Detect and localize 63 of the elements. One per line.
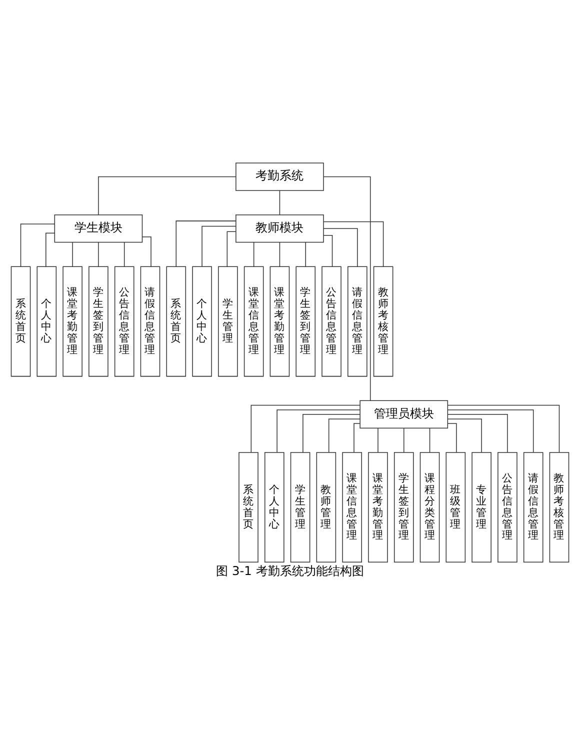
connector xyxy=(302,414,360,452)
connector xyxy=(226,230,236,266)
node-box: 系统首页 xyxy=(10,266,31,376)
node-box: 个人中心 xyxy=(264,452,284,562)
node-box: 教师管理 xyxy=(316,452,336,562)
node-box: 个人中心 xyxy=(36,266,57,376)
node-box: 公告信息管理 xyxy=(322,266,342,376)
node-box: 课堂考勤管理 xyxy=(368,452,388,562)
connector xyxy=(323,220,384,266)
node-box: 系统首页 xyxy=(166,266,186,376)
node-box: 学生管理 xyxy=(290,452,310,562)
connector xyxy=(279,190,280,215)
node-box: 学生签到管理 xyxy=(88,266,108,376)
connector xyxy=(328,418,360,452)
connector xyxy=(176,220,236,266)
node-box: 公告信息管理 xyxy=(498,452,518,562)
connector xyxy=(46,232,55,266)
node-box: 班级管理 xyxy=(446,452,466,562)
connector xyxy=(323,234,333,266)
node-box: 请假信息管理 xyxy=(140,266,160,376)
connector xyxy=(98,241,99,266)
connector xyxy=(447,418,482,452)
node-box: 请假信息管理 xyxy=(348,266,368,376)
caption: 图 3-1 考勤系统功能结构图 xyxy=(216,563,364,578)
node-box: 专业管理 xyxy=(472,452,492,562)
node-box: 学生签到管理 xyxy=(394,452,414,562)
connector xyxy=(253,241,254,266)
connector xyxy=(447,408,534,452)
connector xyxy=(124,241,125,266)
connector xyxy=(447,404,560,452)
connector xyxy=(447,422,457,452)
node-box: 系统首页 xyxy=(238,452,258,562)
node-box: 学生签到管理 xyxy=(296,266,316,376)
connector xyxy=(279,241,280,266)
connector xyxy=(447,414,508,452)
connector xyxy=(429,427,430,452)
connector xyxy=(250,404,360,452)
node-box: 教师模块 xyxy=(236,214,324,242)
connector xyxy=(403,427,404,452)
node-box: 学生模块 xyxy=(54,214,143,242)
node-box: 课程分类管理 xyxy=(420,452,440,562)
node-box: 课堂考勤管理 xyxy=(62,266,82,376)
connector xyxy=(72,241,73,266)
connector xyxy=(202,225,236,266)
node-box: 管理员模块 xyxy=(360,400,448,428)
connector xyxy=(276,408,360,452)
connector xyxy=(323,176,371,400)
node-box: 请假信息管理 xyxy=(523,452,544,562)
connector xyxy=(323,228,358,266)
node-box: 考勤系统 xyxy=(236,162,324,190)
connector xyxy=(142,236,152,266)
node-box: 公告信息管理 xyxy=(114,266,134,376)
node-box: 学生管理 xyxy=(218,266,238,376)
connector xyxy=(20,223,55,266)
node-box: 教师考核管理 xyxy=(373,266,394,376)
connector xyxy=(98,176,236,215)
connector xyxy=(354,422,360,452)
node-box: 课堂信息管理 xyxy=(244,266,264,376)
node-box: 课堂信息管理 xyxy=(342,452,362,562)
connector xyxy=(305,241,306,266)
node-box: 课堂考勤管理 xyxy=(270,266,290,376)
node-box: 教师考核管理 xyxy=(549,452,570,562)
node-box: 个人中心 xyxy=(192,266,212,376)
